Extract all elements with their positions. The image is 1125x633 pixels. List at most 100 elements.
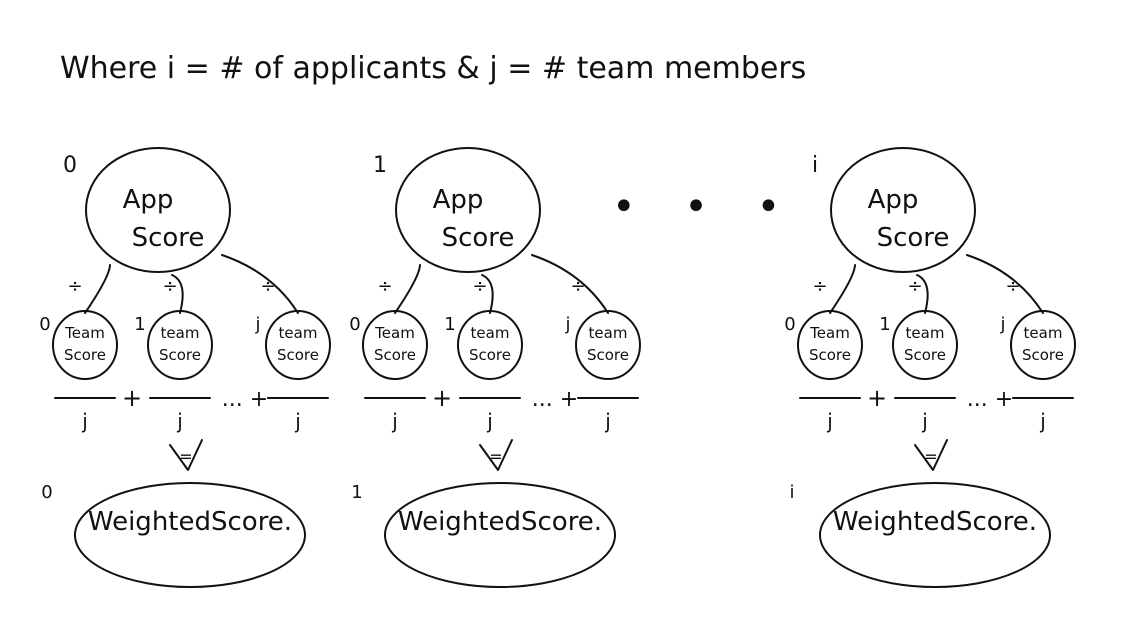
team-score-label: Team [374,324,415,342]
team-score-node [362,310,428,380]
team-score-label: Score [469,346,511,364]
equals-sign: = [179,447,192,466]
column-index: 0 [63,153,77,178]
child-index: 0 [784,314,795,335]
app-score-label: Score [132,223,205,253]
team-score-label: Score [277,346,319,364]
app-score-node [395,147,541,273]
team-score-label: Score [904,346,946,364]
team-score-label: team [1024,324,1063,342]
divide-symbol: ÷ [472,276,487,297]
child-index: 0 [39,314,50,335]
tree-edge [171,274,184,314]
denominator: j [921,409,928,433]
child-index: 1 [444,314,455,335]
team-score-node [892,310,958,380]
team-score-label: Team [809,324,850,342]
team-score-label: Score [374,346,416,364]
tree-edge [394,264,421,314]
divide-symbol: ÷ [377,276,392,297]
team-score-node [265,310,331,380]
plus-operator: + [122,384,142,412]
weighted-score-node [74,482,306,588]
weighted-score-label: WeightedScore. [398,507,602,537]
child-index: 1 [879,314,890,335]
tree-edge [966,254,1044,314]
ellipsis-plus-operator: ... + [967,387,1013,412]
equals-sign: = [924,447,937,466]
team-score-node [52,310,118,380]
header-text: Where i = # of applicants & j = # team m… [60,51,806,86]
column-index: i [812,153,818,178]
app-score-label: App [123,185,174,215]
team-score-label: Team [64,324,105,342]
app-score-label: App [868,185,919,215]
column-index: 1 [373,153,387,178]
divide-symbol: ÷ [67,276,82,297]
child-index: j [564,314,570,335]
team-score-label: team [279,324,318,342]
denominator: j [294,409,301,433]
team-score-label: team [161,324,200,342]
implies-arrow [479,439,513,471]
team-score-label: Score [1022,346,1064,364]
denominator: j [391,409,398,433]
ellipsis-plus-operator: ... + [532,387,578,412]
app-score-label: App [433,185,484,215]
implies-arrow [914,439,948,471]
denominator: j [604,409,611,433]
team-score-label: Score [159,346,201,364]
team-score-node [147,310,213,380]
weighted-score-label: WeightedScore. [833,507,1037,537]
tree-edge [221,254,299,314]
divide-symbol: ÷ [570,276,585,297]
result-index: 0 [41,482,52,503]
weighted-score-node [384,482,616,588]
team-score-label: Score [809,346,851,364]
result-index: i [789,482,794,503]
divide-symbol: ÷ [1005,276,1020,297]
divide-symbol: ÷ [162,276,177,297]
divide-symbol: ÷ [812,276,827,297]
app-score-label: Score [442,223,515,253]
team-score-label: team [589,324,628,342]
ellipsis-dots: • • • [612,184,798,230]
child-index: 1 [134,314,145,335]
team-score-node [1010,310,1076,380]
tree-edge [531,254,609,314]
tree-edge [916,274,929,314]
denominator: j [486,409,493,433]
plus-operator: + [867,384,887,412]
denominator: j [81,409,88,433]
team-score-label: team [471,324,510,342]
tree-edge [84,264,111,314]
divide-symbol: ÷ [907,276,922,297]
team-score-node [457,310,523,380]
denominator: j [826,409,833,433]
denominator: j [176,409,183,433]
implies-arrow [169,439,203,471]
weighted-score-node [819,482,1051,588]
app-score-label: Score [877,223,950,253]
child-index: 0 [349,314,360,335]
plus-operator: + [432,384,452,412]
divide-symbol: ÷ [260,276,275,297]
team-score-label: Score [587,346,629,364]
child-index: j [254,314,260,335]
team-score-label: Score [64,346,106,364]
app-score-node [85,147,231,273]
result-index: 1 [351,482,362,503]
team-score-node [575,310,641,380]
child-index: j [999,314,1005,335]
team-score-label: team [906,324,945,342]
tree-edge [481,274,494,314]
denominator: j [1039,409,1046,433]
equals-sign: = [489,447,502,466]
ellipsis-plus-operator: ... + [222,387,268,412]
app-score-node [830,147,976,273]
